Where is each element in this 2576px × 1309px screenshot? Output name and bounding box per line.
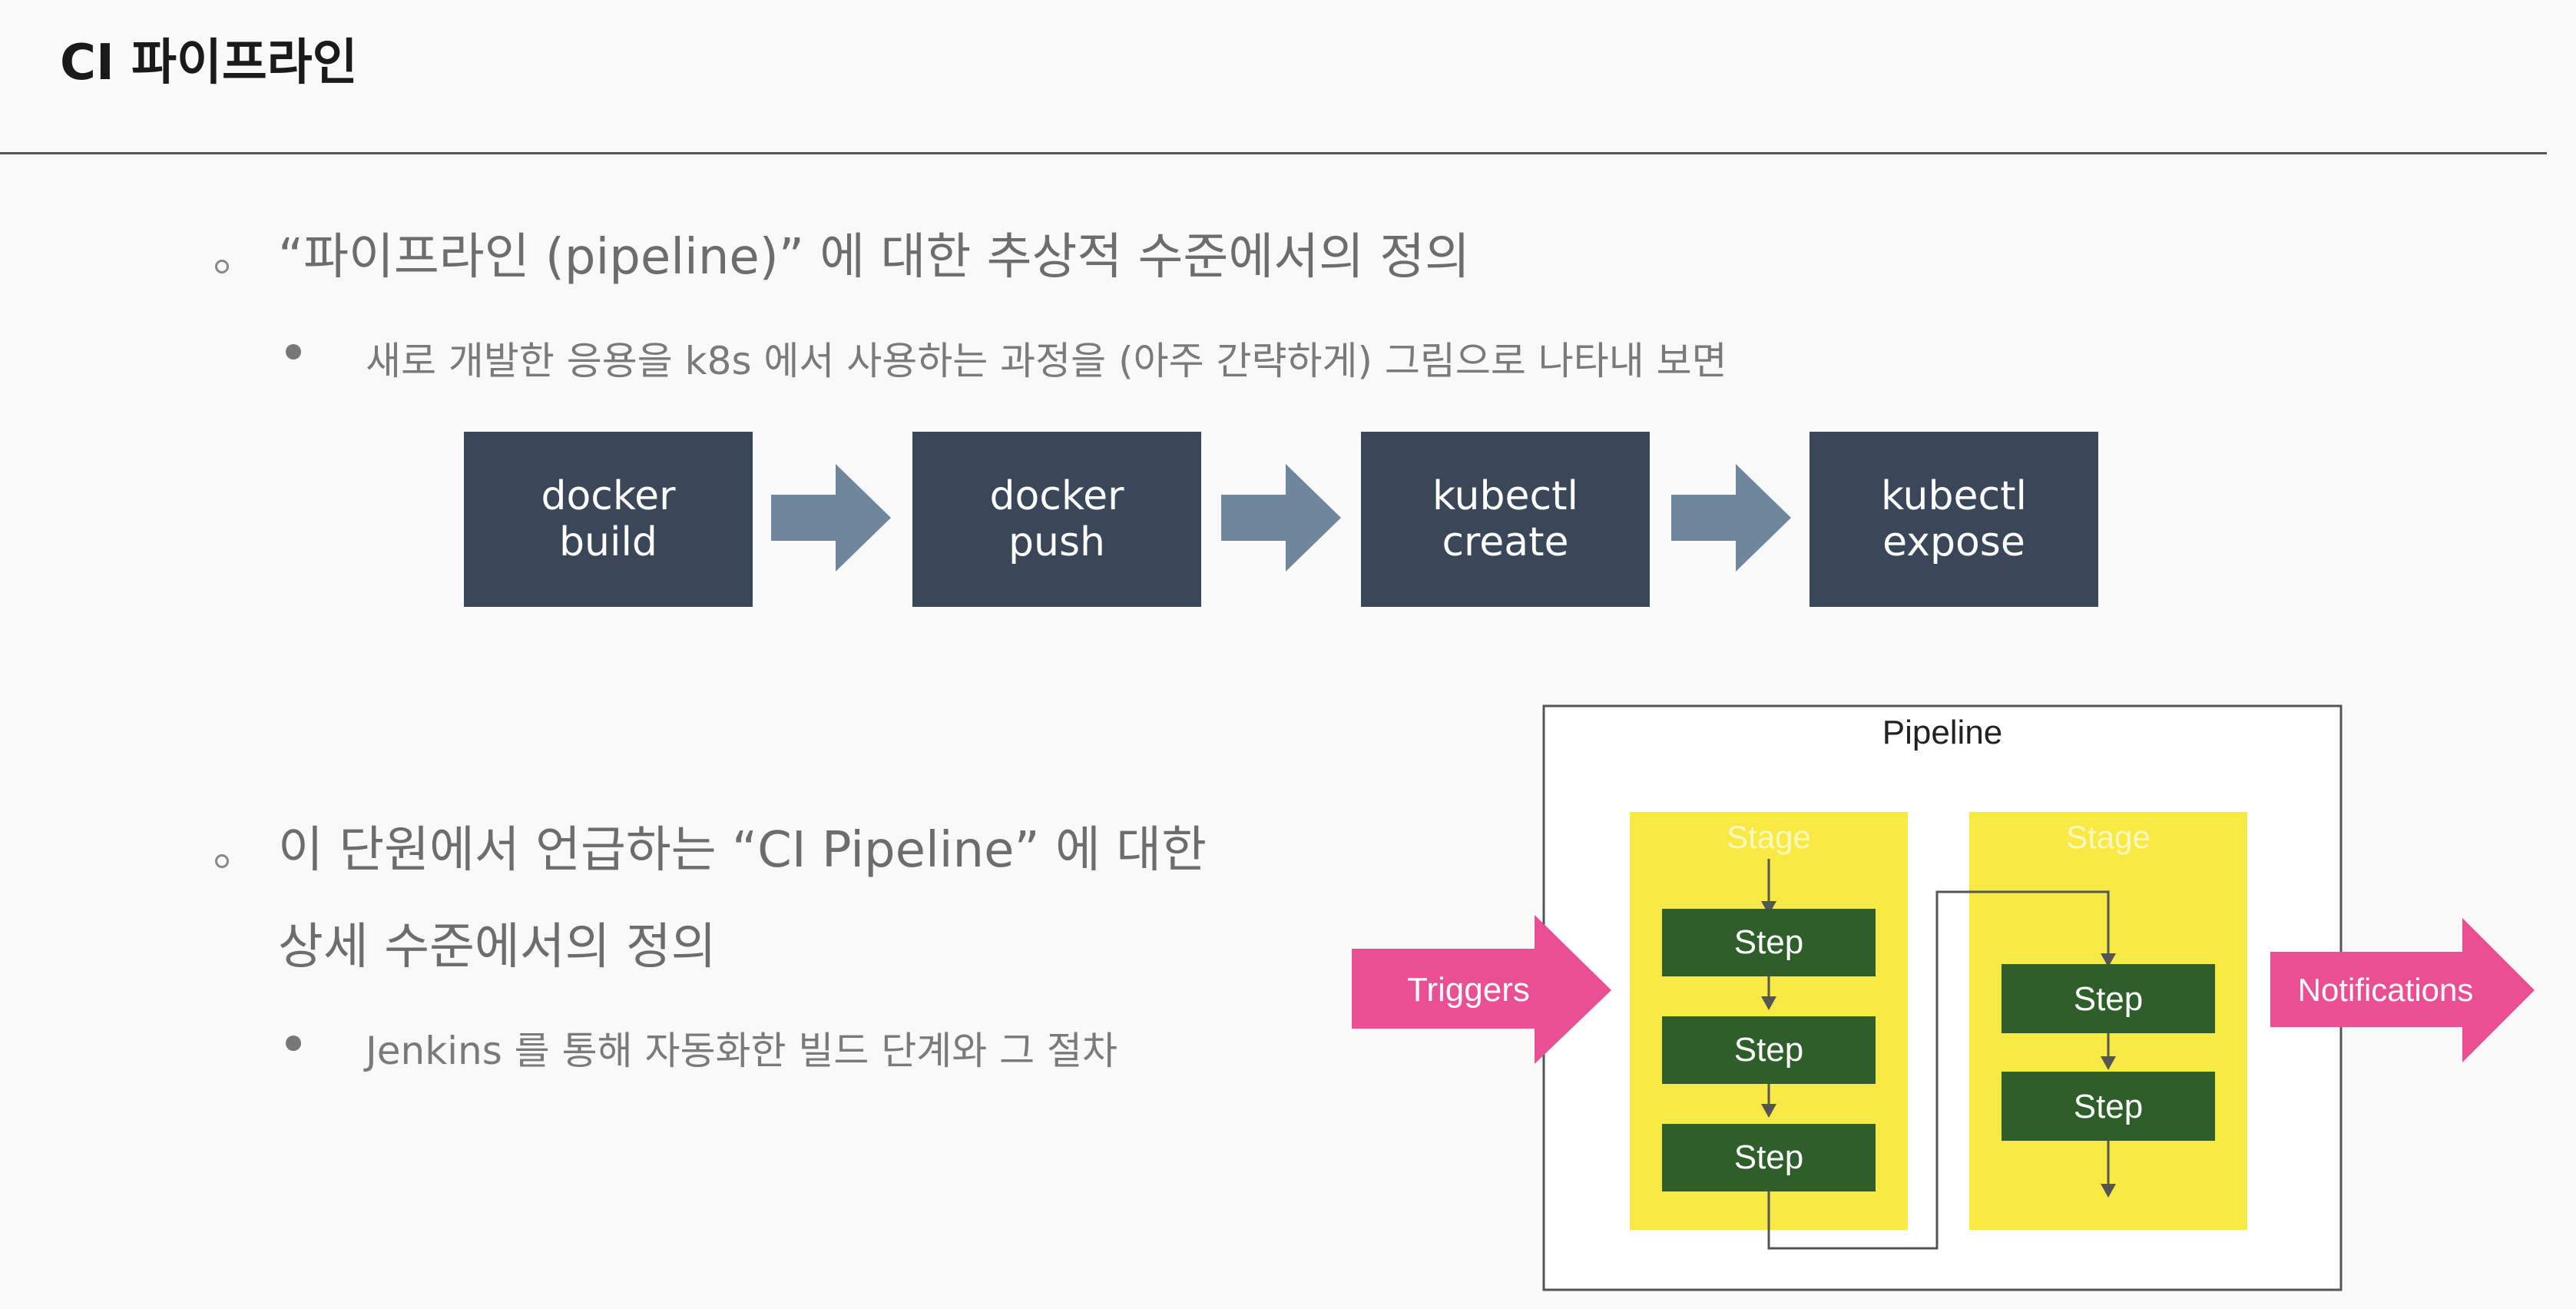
step-box — [1662, 909, 1876, 976]
step-box — [1662, 1124, 1876, 1191]
step-label: Step — [1734, 1138, 1804, 1176]
step-label: Step — [2074, 980, 2144, 1018]
step-box — [2002, 1072, 2215, 1141]
slide-title: CI 파이프라인 — [60, 35, 358, 91]
step-label: Step — [1734, 1031, 1804, 1069]
connector-arrowheads — [1761, 901, 2116, 1198]
flow-box-line1: kubectl — [1432, 473, 1578, 519]
section2-bullet: Jenkins 를 통해 자동화한 빌드 단계와 그 절차 — [366, 1029, 1118, 1073]
flow-box-line1: docker — [541, 473, 676, 519]
flow-box-line1: docker — [989, 473, 1124, 519]
bullet-dot — [286, 1036, 301, 1051]
bullet-circle — [215, 854, 229, 868]
section1-bullet: 새로 개발한 응용을 k8s 에서 사용하는 과정을 (아주 간략하게) 그림으… — [366, 339, 1727, 383]
section2-heading-line1: 이 단원에서 언급하는 “CI Pipeline” 에 대한 — [278, 822, 1207, 879]
pipeline-title: Pipeline — [1882, 714, 2003, 751]
flow-box-line2: push — [1008, 519, 1105, 565]
flow-box-line2: create — [1442, 519, 1569, 565]
step-label: Step — [2074, 1088, 2144, 1125]
pipeline-diagram-svg: Pipeline Stage Stage Step — [1352, 704, 2535, 1291]
step-box — [2002, 964, 2215, 1033]
section1-heading: “파이프라인 (pipeline)” 에 대한 추상적 수준에서의 정의 — [278, 229, 1471, 286]
pipeline-diagram: Pipeline Stage Stage Step — [1344, 695, 2542, 1306]
triggers-label: Triggers — [1407, 971, 1530, 1009]
step-label: Step — [1734, 923, 1804, 961]
flow-box-line2: expose — [1882, 519, 2025, 565]
title-divider — [0, 152, 2547, 154]
notifications-arrow — [2270, 918, 2535, 1062]
notifications-label: Notifications — [2298, 972, 2474, 1008]
flow-box-line1: kubectl — [1881, 473, 2027, 519]
section2-heading-line2: 상세 수준에서의 정의 — [278, 919, 717, 976]
flow-arrow-icon — [1221, 464, 1341, 572]
bullet-dot — [286, 344, 301, 360]
stage-label: Stage — [1727, 819, 1811, 855]
flow-arrow-icon — [1671, 464, 1791, 572]
flow-arrow-icon — [771, 464, 891, 572]
flow-box-line2: build — [559, 519, 657, 565]
bullet-circle — [215, 260, 229, 273]
step-box — [1662, 1016, 1876, 1084]
triggers-arrow — [1352, 915, 1611, 1064]
stage-label: Stage — [2066, 819, 2151, 855]
